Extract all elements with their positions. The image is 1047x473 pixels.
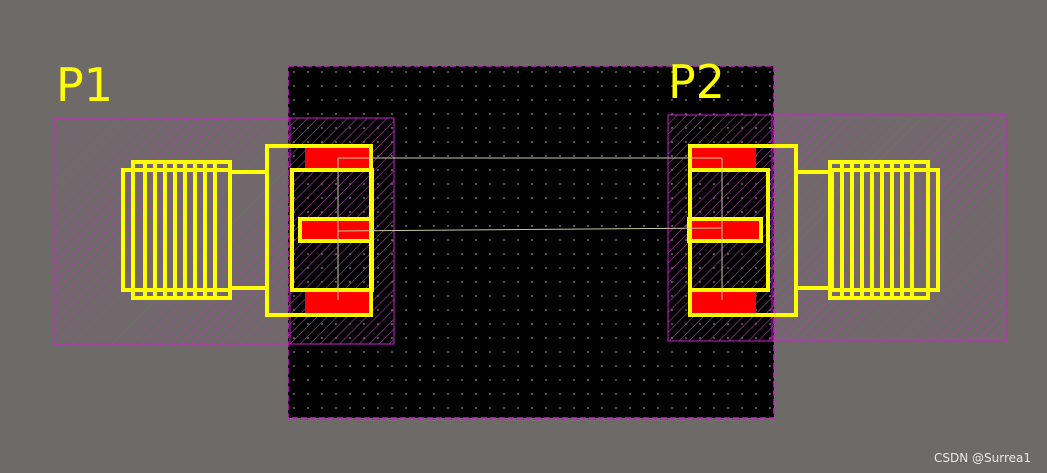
watermark: CSDN @Surrea1 (933, 451, 1031, 465)
p1-pad-2[interactable] (300, 219, 372, 241)
footprint-p2[interactable]: P2 (667, 55, 1008, 342)
p2-designator: P2 (668, 55, 725, 109)
p1-silkscreen (121, 144, 374, 317)
p1-designator: P1 (56, 58, 113, 112)
p2-pad-3[interactable] (690, 288, 756, 314)
ratsnest (337, 157, 723, 300)
p2-pad-2[interactable] (689, 219, 761, 241)
p2-silkscreen (687, 144, 940, 317)
footprint-p1[interactable]: P1 (53, 58, 395, 345)
ratsnest-line-pin2 (337, 227, 723, 232)
